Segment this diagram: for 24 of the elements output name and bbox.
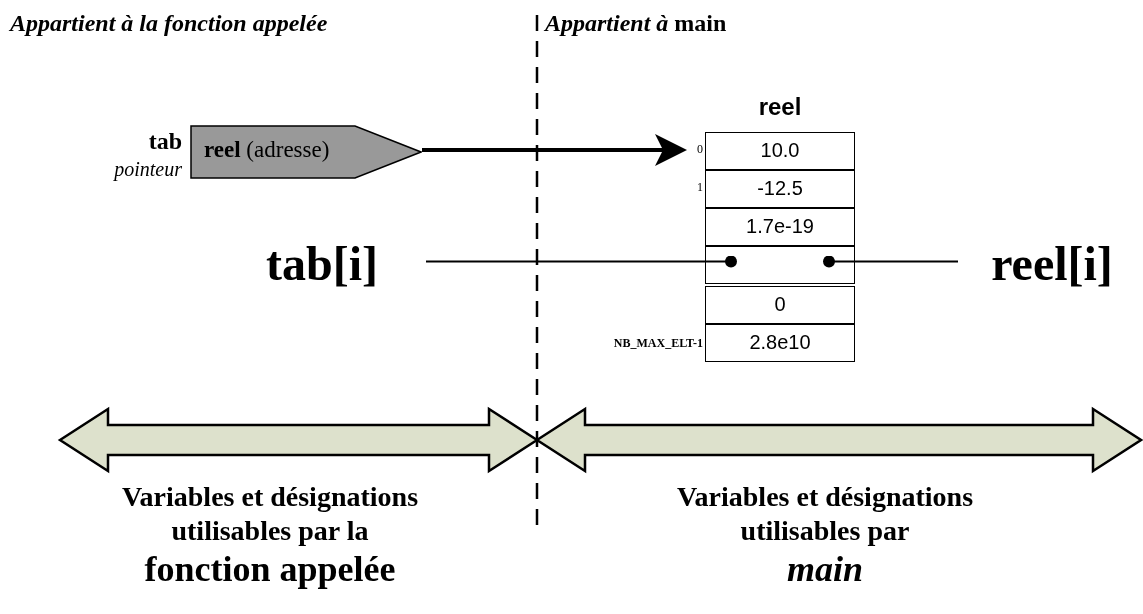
type-annotation: pointeur	[114, 158, 182, 181]
index-label: 0	[697, 142, 703, 157]
pointer-box: reel (adresse)	[190, 125, 422, 179]
array-cell: 10.0	[705, 132, 855, 170]
variable-name: tab	[148, 128, 182, 155]
index-label: NB_MAX_ELT-1	[613, 336, 703, 351]
array-name: reel	[757, 93, 803, 121]
array-cell: 1.7e-19	[705, 208, 855, 246]
array-cell: 0	[705, 286, 855, 324]
heading: Appartient à la fonction appelée	[10, 10, 328, 37]
text-label: fonction appelée	[143, 548, 397, 590]
text-label: Variables et désignations utilisables par	[675, 480, 975, 548]
dot-connector	[823, 255, 959, 268]
index-label: 1	[697, 180, 703, 195]
array-cell: 2.8e10	[705, 324, 855, 362]
text-label: main	[786, 548, 864, 590]
empty-array-cell	[705, 246, 855, 284]
arrow	[422, 134, 687, 166]
array-cell: -12.5	[705, 170, 855, 208]
heading: Appartient à main	[545, 10, 727, 37]
text-label: Variables et désignations utilisables par la	[120, 480, 420, 548]
variable-expression: reel[i]	[962, 236, 1142, 291]
dot-connector	[425, 255, 737, 268]
variable-expression: tab[i]	[232, 236, 412, 291]
